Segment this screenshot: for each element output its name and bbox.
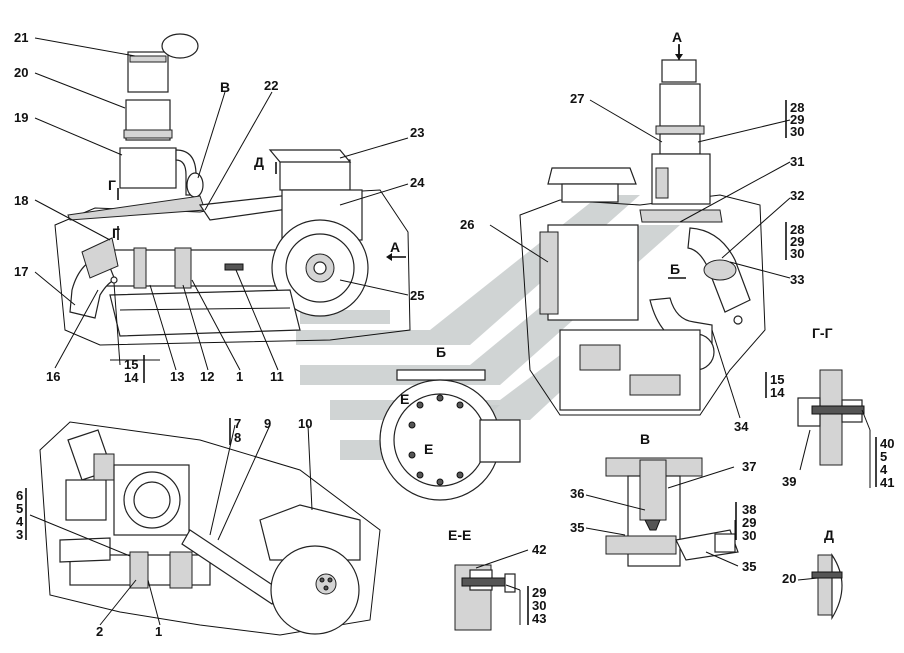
section-title-d: Д [824, 527, 834, 543]
callout-11: 11 [270, 369, 284, 384]
callout-1-b: 1 [155, 624, 162, 639]
view-marker-a-side: A [390, 239, 400, 255]
section-v-view [605, 457, 739, 567]
callout-34: 34 [734, 419, 749, 434]
view-marker-v: B [220, 79, 230, 95]
callout-17: 17 [14, 264, 28, 279]
assembly-top-view [39, 421, 381, 636]
callout-15: 15 [124, 357, 138, 372]
callout-19: 19 [14, 110, 28, 125]
section-title-b: Б [436, 344, 446, 360]
callout-8: 8 [234, 430, 241, 445]
callout-28-a: 28 [790, 100, 804, 115]
callout-5: 5 [16, 501, 23, 516]
callout-labels: 21 20 19 18 17 16 15 14 13 12 1 11 B 22 … [14, 29, 894, 639]
callout-36: 36 [570, 486, 584, 501]
callout-25: 25 [410, 288, 424, 303]
callout-16: 16 [46, 369, 60, 384]
callout-29-a: 29 [790, 112, 804, 127]
callout-27: 27 [570, 91, 584, 106]
callout-20: 20 [14, 65, 28, 80]
section-gg-view [797, 369, 865, 466]
callout-29-b: 29 [790, 234, 804, 249]
cut-marker-g-top: Г [108, 177, 116, 193]
callout-40: 40 [880, 436, 894, 451]
callout-35-b: 35 [742, 559, 756, 574]
callout-3: 3 [16, 527, 23, 542]
callout-32: 32 [790, 188, 804, 203]
callout-41: 41 [880, 475, 894, 490]
section-title-gg: Г-Г [812, 325, 833, 341]
callout-15-b: 15 [770, 372, 784, 387]
view-arrows [117, 44, 686, 279]
view-marker-b: Б [670, 261, 680, 277]
callout-4: 4 [16, 514, 24, 529]
callout-30-a: 30 [790, 124, 804, 139]
callout-10: 10 [298, 416, 312, 431]
callout-30-v: 30 [742, 528, 756, 543]
callout-14-b: 14 [770, 385, 785, 400]
assembly-rear-view [519, 45, 766, 416]
callout-28-b: 28 [790, 222, 804, 237]
callout-39: 39 [782, 474, 796, 489]
callout-42: 42 [532, 542, 546, 557]
callout-5-gg: 5 [880, 449, 887, 464]
assembly-side-view [54, 33, 411, 346]
callout-33: 33 [790, 272, 804, 287]
callout-14: 14 [124, 370, 139, 385]
section-d-view [811, 553, 843, 621]
callout-21: 21 [14, 30, 28, 45]
section-title-ee: E-E [448, 527, 471, 543]
callout-9: 9 [264, 416, 271, 431]
callout-2: 2 [96, 624, 103, 639]
callout-35-a: 35 [570, 520, 584, 535]
section-title-v: В [640, 431, 650, 447]
leader-lines [25, 37, 877, 626]
callout-37: 37 [742, 459, 756, 474]
cut-marker-e-top: E [400, 391, 409, 407]
callout-4-gg: 4 [880, 462, 888, 477]
cut-marker-g-bottom: Г [112, 225, 120, 241]
callout-31: 31 [790, 154, 804, 169]
cut-labels-g: Г Г [108, 177, 120, 241]
callout-7: 7 [234, 416, 241, 431]
callout-22: 22 [264, 78, 278, 93]
callout-43: 43 [532, 611, 546, 626]
cut-marker-e-inner: E [424, 441, 433, 457]
section-b-view [379, 369, 521, 501]
callout-29-e: 29 [532, 585, 546, 600]
callout-29-v: 29 [742, 515, 756, 530]
callout-20-d: 20 [782, 571, 796, 586]
view-marker-d: Д [254, 154, 264, 170]
callout-26: 26 [460, 217, 474, 232]
section-ee-view [454, 564, 516, 631]
callout-1: 1 [236, 369, 243, 384]
callout-18: 18 [14, 193, 28, 208]
callout-30-b: 30 [790, 246, 804, 261]
callout-30-e: 30 [532, 598, 546, 613]
callout-38: 38 [742, 502, 756, 517]
callout-6: 6 [16, 488, 23, 503]
callout-23: 23 [410, 125, 424, 140]
callout-13: 13 [170, 369, 184, 384]
callout-12: 12 [200, 369, 214, 384]
callout-24: 24 [410, 175, 425, 190]
view-marker-a-top: А [672, 29, 682, 45]
